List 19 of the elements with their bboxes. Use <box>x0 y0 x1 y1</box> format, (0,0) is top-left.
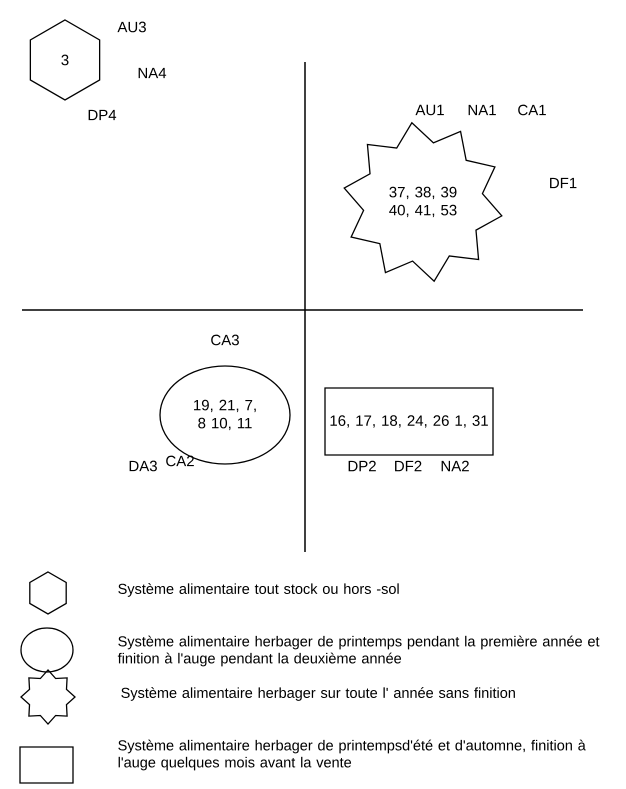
shape-label: DF1 <box>550 178 576 188</box>
shape-label: CA1 <box>518 104 546 116</box>
legend-text: Système alimentaire herbager sur toute l' année sans finition <box>121 687 515 701</box>
rectangle-box: 16, 17, 18, 24, 26 1, 31 <box>324 387 494 456</box>
shape-label: DP4 <box>88 110 116 120</box>
shape-label: DA3 <box>130 460 157 472</box>
legend-text: Système alimentaire herbager de printempsd'été et d'automne, finition à l'auge quelques mois avant la vente <box>118 740 586 770</box>
shape-label: AU1 <box>415 104 444 116</box>
shape-label: NA2 <box>442 460 469 472</box>
shape-label: NA4 <box>138 68 166 78</box>
shape-label: CA2 <box>166 456 194 466</box>
shape-label: AU3 <box>117 22 146 32</box>
hexagon: 3 <box>30 19 100 101</box>
shape-label: DF2 <box>395 460 422 472</box>
legend-text: Système alimentaire tout stock ou hors -sol <box>118 583 399 597</box>
shape-label: CA3 <box>211 334 239 346</box>
shape-label: DP2 <box>348 460 376 472</box>
legend-text: Système alimentaire herbager de printemps pendant la première année et finition à l'auge pendant la deuxième année <box>118 636 600 666</box>
shape-label: NA1 <box>468 104 496 116</box>
